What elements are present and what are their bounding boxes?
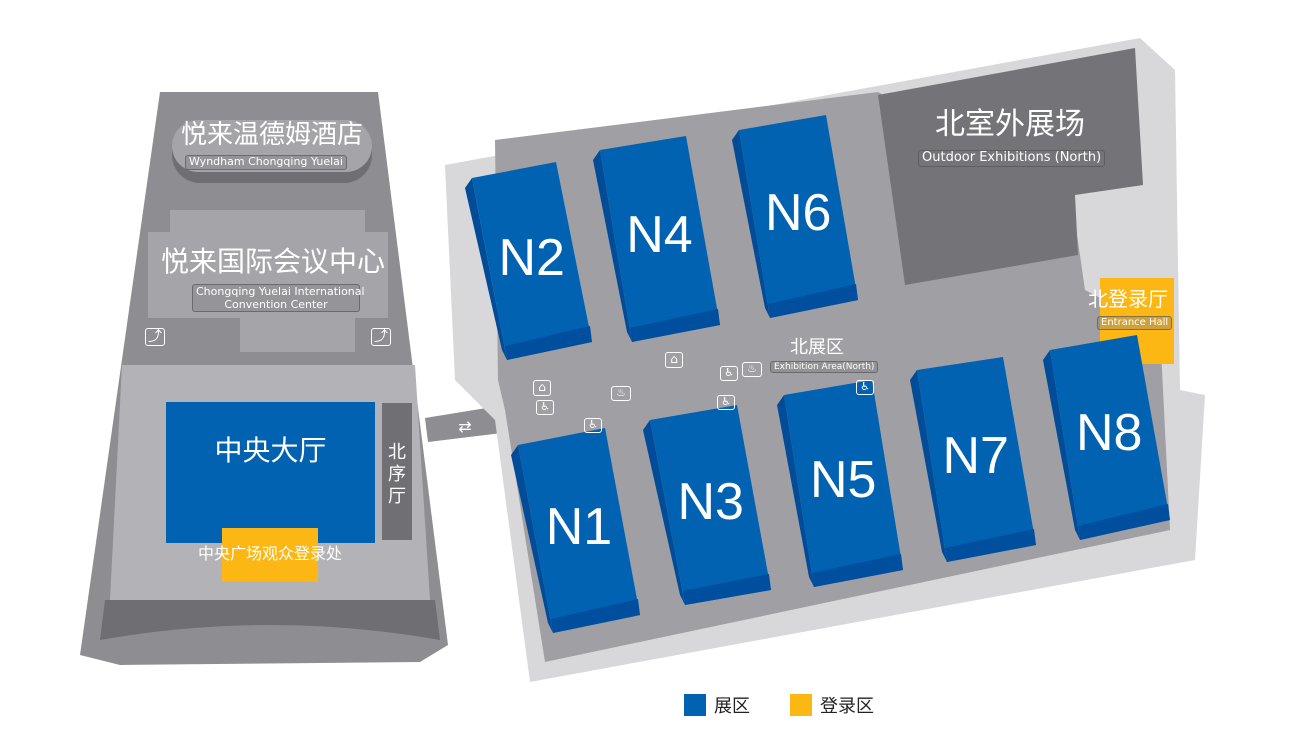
service-center-icon: ⌂ xyxy=(665,352,683,368)
restroom-icon: ♿ xyxy=(720,366,738,381)
restaurant-icon: ♨ xyxy=(742,362,762,377)
hall-N5 xyxy=(784,380,903,587)
hall-side-N3 xyxy=(643,420,685,605)
legend-label: 展区 xyxy=(714,696,750,717)
north-foyer-block xyxy=(382,403,412,540)
hall-N3 xyxy=(650,405,771,605)
hall-base-N4 xyxy=(630,309,720,342)
hall-side-N6 xyxy=(732,130,770,318)
hall-N6 xyxy=(739,115,858,318)
hall-label: N7 xyxy=(942,426,1009,485)
entrance-hall-en: Entrance Hall xyxy=(1097,316,1173,330)
hall-base-N7 xyxy=(945,529,1036,562)
hall-N2 xyxy=(472,162,592,360)
hall-label: N8 xyxy=(1076,404,1143,463)
restaurant-icon: ♨ xyxy=(611,386,631,401)
hall-base-N1 xyxy=(551,599,640,633)
hall-base-N6 xyxy=(768,284,858,318)
legend-label: 登录区 xyxy=(820,696,874,717)
central-hall-block xyxy=(166,402,375,543)
hall-N1 xyxy=(518,428,640,633)
hall-label: N2 xyxy=(498,228,565,287)
bridge xyxy=(425,405,510,442)
hall-N7 xyxy=(917,357,1036,562)
restroom-icon: ♿ xyxy=(536,400,554,415)
hall-side-N7 xyxy=(910,370,947,562)
center-name-en-1: Chongqing Yuelai International xyxy=(196,285,365,298)
outdoor-label-cn: 北室外展场 xyxy=(935,107,1085,142)
hall-label: N4 xyxy=(626,206,693,265)
outdoor-label-en: Outdoor Exhibitions (North) xyxy=(918,150,1106,167)
two-way-arrow-icon: ⇄ xyxy=(458,417,471,436)
hall-N8 xyxy=(1050,335,1170,540)
hall-side-N5 xyxy=(777,395,814,587)
legend-registration: 登录区 xyxy=(790,692,874,718)
central-hall-label: 中央大厅 xyxy=(214,434,327,467)
restroom-icon: ♿ xyxy=(717,395,735,410)
escalator-icon: ⤴ xyxy=(145,328,165,347)
hotel-name-cn: 悦来温德姆酒店 xyxy=(180,120,363,150)
hall-side-N1 xyxy=(511,445,553,633)
hall-side-N2 xyxy=(465,178,507,360)
plaza-curve xyxy=(100,600,440,640)
central-registration-label: 中央广场观众登录处 xyxy=(197,544,342,563)
center-name-en-2: Convention Center xyxy=(224,298,328,311)
convention-block xyxy=(148,210,388,352)
legend-swatch xyxy=(684,694,706,716)
hall-base-N5 xyxy=(812,554,903,587)
hall-base-N2 xyxy=(505,326,592,360)
central-registration-block xyxy=(222,528,318,582)
hall-side-N8 xyxy=(1043,350,1080,540)
restroom-icon: ♿ xyxy=(856,380,874,395)
legend-swatch xyxy=(790,694,812,716)
restroom-icon: ♿ xyxy=(584,418,602,433)
service-center-icon: ⌂ xyxy=(533,380,551,396)
hall-label: N3 xyxy=(677,473,744,531)
hotel-block-top xyxy=(172,120,372,172)
north-area-cn: 北展区 xyxy=(790,337,844,358)
hall-label: N6 xyxy=(765,183,832,242)
north-foyer-label: 北序厅 xyxy=(388,442,406,507)
hall-base-N8 xyxy=(1078,504,1170,540)
hall-label: N5 xyxy=(810,451,877,509)
hotel-name-en: Wyndham Chongqing Yuelai xyxy=(185,155,347,170)
hall-label: N1 xyxy=(545,498,613,557)
entrance-hall-cn: 北登录厅 xyxy=(1088,287,1168,311)
hall-N4 xyxy=(600,136,720,342)
legend-exhibition: 展区 xyxy=(684,692,750,718)
hall-side-N4 xyxy=(593,150,632,342)
north-area-en: Exhibition Area(North) xyxy=(770,361,879,374)
center-name-cn: 悦来国际会议中心 xyxy=(160,245,385,278)
hall-base-N3 xyxy=(683,574,771,605)
escalator-icon: ⤴ xyxy=(371,328,391,347)
